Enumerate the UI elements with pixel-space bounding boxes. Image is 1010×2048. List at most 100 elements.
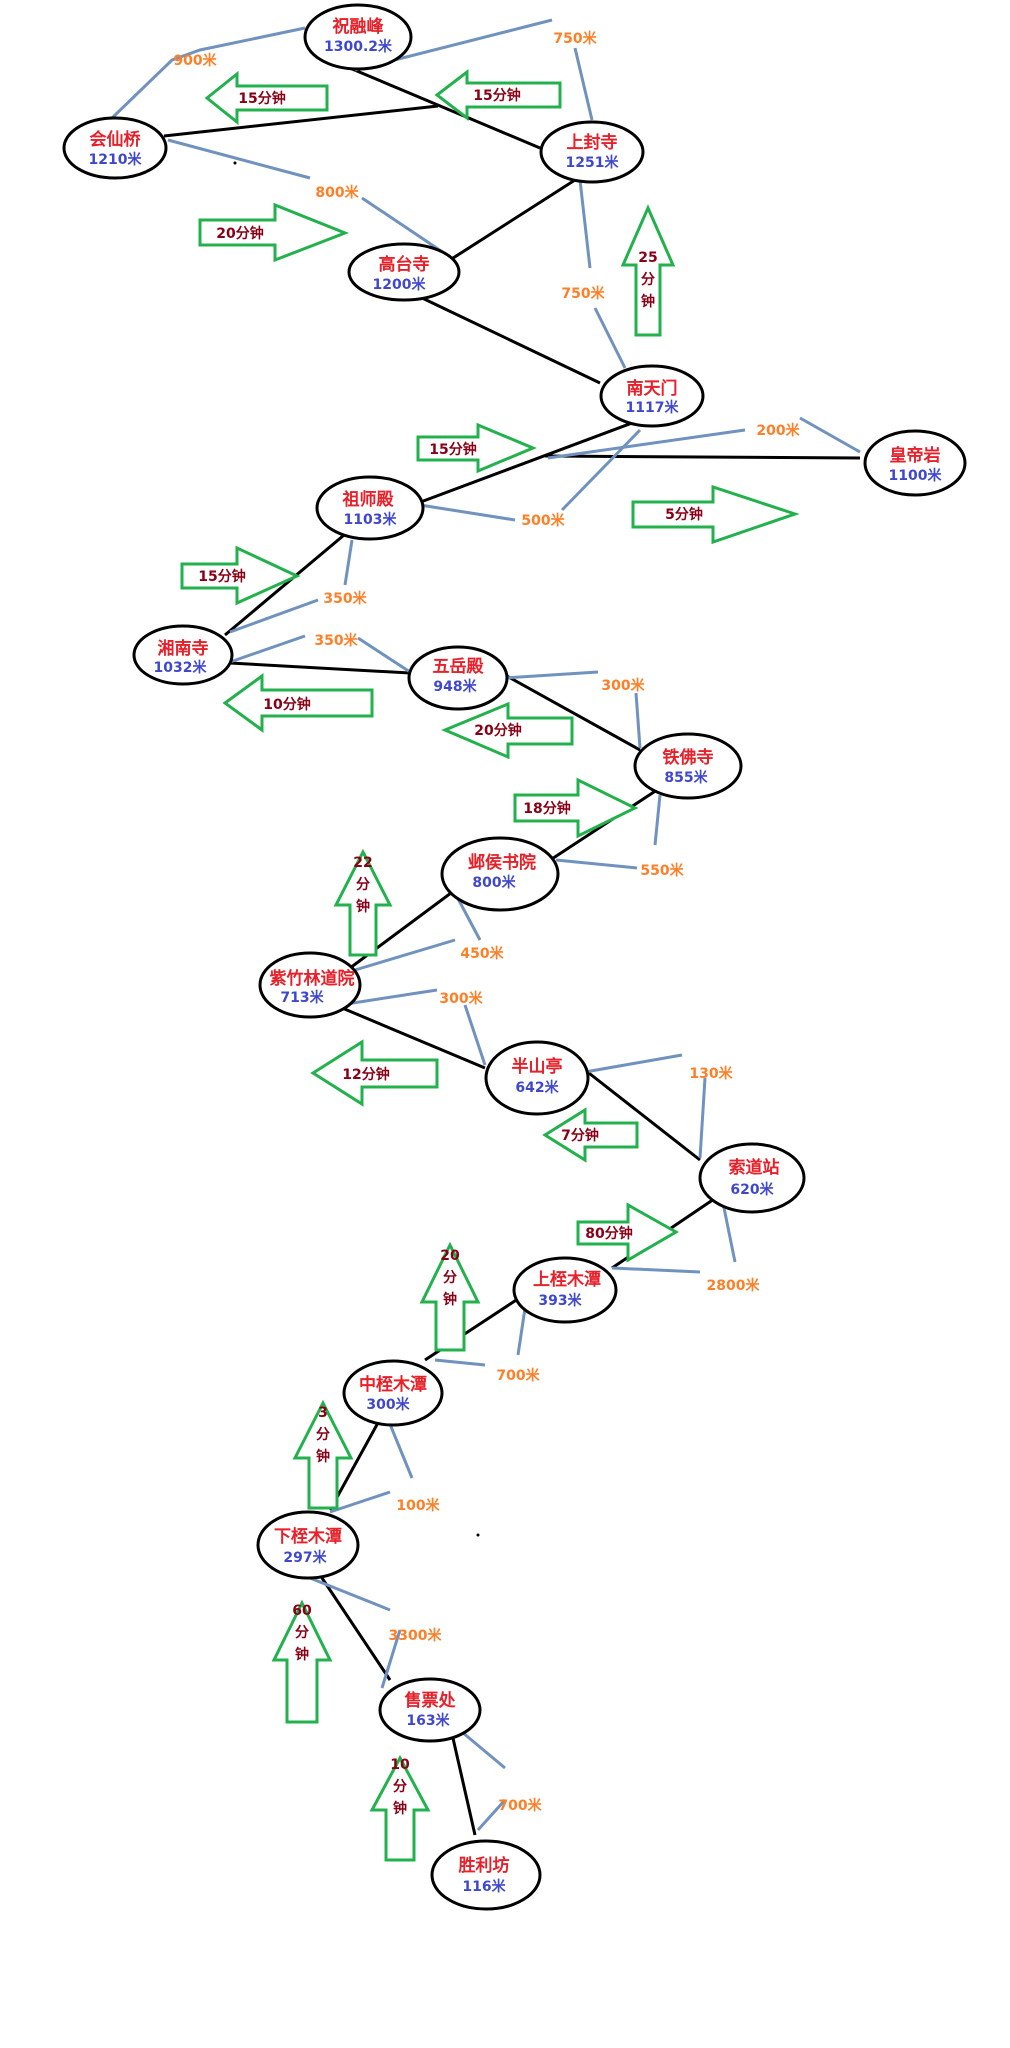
time-arrow-left: 10分钟	[222, 673, 374, 733]
node-altitude: 1100米	[889, 467, 943, 484]
distance-label: 700米	[498, 1797, 542, 1814]
route-segment	[534, 786, 661, 872]
node-shenglifang: 胜利坊 116米	[430, 1839, 542, 1911]
node-name: 祖师殿	[342, 489, 395, 510]
stray-dot	[476, 1533, 480, 1537]
node-altitude: 1032米	[154, 659, 208, 676]
distance-leader	[229, 634, 306, 664]
node-name: 南天门	[627, 378, 678, 399]
time-label: 20分钟	[216, 225, 263, 242]
node-nantianmen: 南天门 1117米	[599, 364, 705, 428]
node-altitude: 713米	[280, 989, 324, 1006]
distance-label: 450米	[460, 945, 504, 962]
node-name: 索道站	[729, 1157, 780, 1178]
time-arrow-right: 5分钟	[631, 484, 800, 545]
node-name: 中桎木潭	[359, 1374, 427, 1395]
node-name: 胜利坊	[459, 1855, 510, 1876]
node-altitude: 642米	[515, 1079, 559, 1096]
route-segment	[328, 1409, 387, 1511]
time-label: 15分钟	[473, 87, 520, 104]
distance-label: 100米	[396, 1497, 440, 1514]
node-name: 上桎木潭	[533, 1269, 601, 1290]
distance-label: 750米	[553, 30, 597, 47]
node-altitude: 1103米	[344, 511, 398, 528]
route-segment	[504, 673, 641, 752]
distance-leader	[504, 670, 599, 680]
node-huixianqiao: 会仙桥 1210米	[62, 116, 168, 180]
distance-leader	[593, 307, 627, 369]
node-shoupiaochu: 售票处 163米	[378, 1677, 482, 1743]
distance-leader	[799, 416, 861, 454]
node-gaotaisi: 高台寺 1200米	[347, 242, 461, 302]
distance-leader	[434, 1358, 486, 1367]
distance-label: 900米	[173, 52, 217, 69]
node-banshanting: 半山亭 642米	[484, 1040, 590, 1116]
distance-label: 750米	[561, 285, 605, 302]
time-arrow-right: 20分钟	[198, 202, 350, 263]
time-arrow-right: 15分钟	[416, 422, 537, 474]
time-arrow-right: 80分钟	[576, 1202, 680, 1263]
distance-leader	[354, 938, 456, 972]
distance-leader	[380, 1629, 402, 1689]
node-name: 半山亭	[512, 1056, 563, 1077]
time-arrow-right: 18分钟	[513, 777, 639, 839]
node-name: 皇帝岩	[890, 445, 941, 466]
node-zhurongfeng: 祝融峰 1300.2米	[303, 3, 413, 71]
distance-label: 2800米	[707, 1277, 761, 1294]
distance-leader	[167, 138, 311, 180]
distance-leader	[463, 1004, 487, 1066]
node-name: 紫竹林道院	[270, 968, 355, 989]
distance-leader	[476, 1798, 507, 1832]
node-name: 祝融峰	[333, 16, 385, 37]
distance-label: 700米	[496, 1367, 540, 1384]
node-name: 售票处	[405, 1690, 457, 1711]
distance-leader	[343, 539, 354, 586]
distance-label: 130米	[689, 1065, 733, 1082]
distance-label: 350米	[314, 632, 358, 649]
node-wuyuedian: 五岳殿 948米	[407, 645, 509, 711]
distance-leader	[720, 1197, 737, 1263]
distance-leader	[555, 858, 638, 870]
time-label: 10分钟	[263, 696, 310, 713]
time-label: 20分钟	[474, 722, 521, 739]
time-label: 5分钟	[665, 506, 703, 523]
distance-leader	[229, 598, 319, 634]
distance-label: 3300米	[389, 1627, 443, 1644]
node-tiefosi: 铁佛寺 855米	[633, 732, 743, 800]
node-altitude: 163米	[406, 1712, 450, 1729]
node-zizhulindaoyuan: 紫竹林道院 713米	[258, 951, 362, 1019]
node-altitude: 297米	[283, 1549, 327, 1566]
distance-leader	[361, 196, 448, 257]
route-segment	[308, 1559, 392, 1681]
node-name: 邺侯书院	[468, 852, 536, 873]
node-shangfengsi: 上封寺 1251米	[539, 120, 645, 184]
distance-label: 200米	[756, 422, 800, 439]
nodes: 祝融峰 1300.2米 会仙桥 1210米 上封寺 1251米 高台寺 1200…	[62, 3, 967, 1911]
distance-labels: 900米 750米 800米 750米 200米 500米 350米 350米 …	[173, 30, 800, 1814]
distance-leader	[573, 47, 594, 121]
time-label: 15分钟	[198, 568, 245, 585]
node-name: 铁佛寺	[663, 747, 714, 768]
stray-dot	[233, 161, 237, 165]
distance-leader	[419, 503, 516, 522]
node-yehoushuyuan: 邺侯书院 800米	[440, 836, 560, 912]
route-segment	[584, 1068, 701, 1162]
route-segment	[449, 178, 576, 262]
node-name: 湘南寺	[158, 638, 209, 659]
distance-leader	[309, 1576, 391, 1612]
route-segment	[419, 295, 601, 385]
route-lines	[163, 64, 861, 1836]
time-label: 15分钟	[429, 441, 476, 458]
node-xiachengmutan: 下桎木潭 297米	[256, 1510, 360, 1580]
node-huangdiyan: 皇帝岩 1100米	[863, 429, 967, 497]
leader-lines	[110, 18, 861, 1832]
distance-label: 300米	[439, 990, 483, 1007]
node-suodaozhan: 索道站 620米	[698, 1142, 806, 1214]
